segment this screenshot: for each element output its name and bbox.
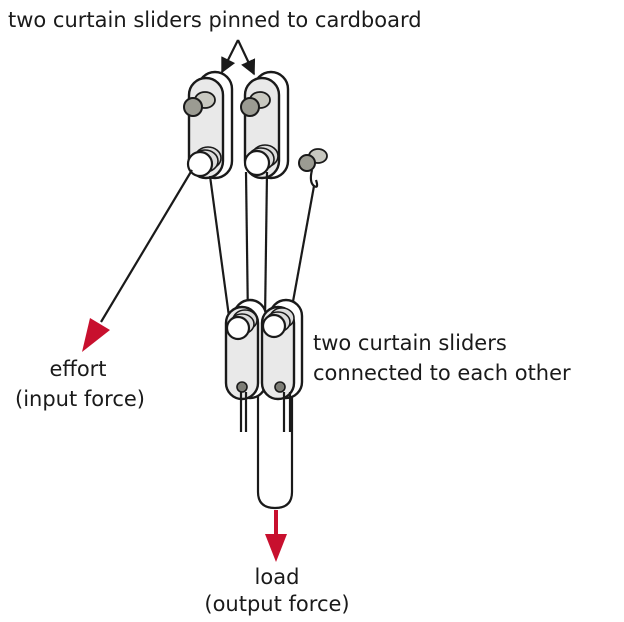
rope-anchor-pin bbox=[298, 148, 328, 188]
pin-icon bbox=[298, 154, 316, 172]
load-loop bbox=[256, 396, 294, 510]
middle-label-line2: connected to each other bbox=[313, 361, 571, 385]
load-arrow bbox=[265, 510, 287, 562]
effort-arrow bbox=[82, 169, 193, 352]
load-label: load bbox=[255, 565, 300, 589]
top-label: two curtain sliders pinned to cardboard bbox=[8, 8, 422, 32]
load-arrowhead bbox=[265, 534, 287, 562]
load-sublabel: (output force) bbox=[204, 592, 349, 616]
lower-slider-left bbox=[224, 298, 268, 401]
top-label-pointer bbox=[221, 39, 256, 76]
lower-slider-right bbox=[260, 298, 304, 401]
effort-arrowhead bbox=[82, 318, 110, 352]
upper-slider-right bbox=[240, 70, 290, 180]
effort-label: effort bbox=[49, 357, 106, 381]
pin-icon bbox=[240, 97, 260, 117]
middle-label-line1: two curtain sliders bbox=[313, 331, 507, 355]
rope-lines bbox=[208, 171, 316, 325]
upper-slider-left bbox=[183, 70, 234, 180]
pin-icon bbox=[183, 97, 203, 117]
effort-sublabel: (input force) bbox=[15, 387, 145, 411]
lower-threads bbox=[239, 392, 292, 432]
